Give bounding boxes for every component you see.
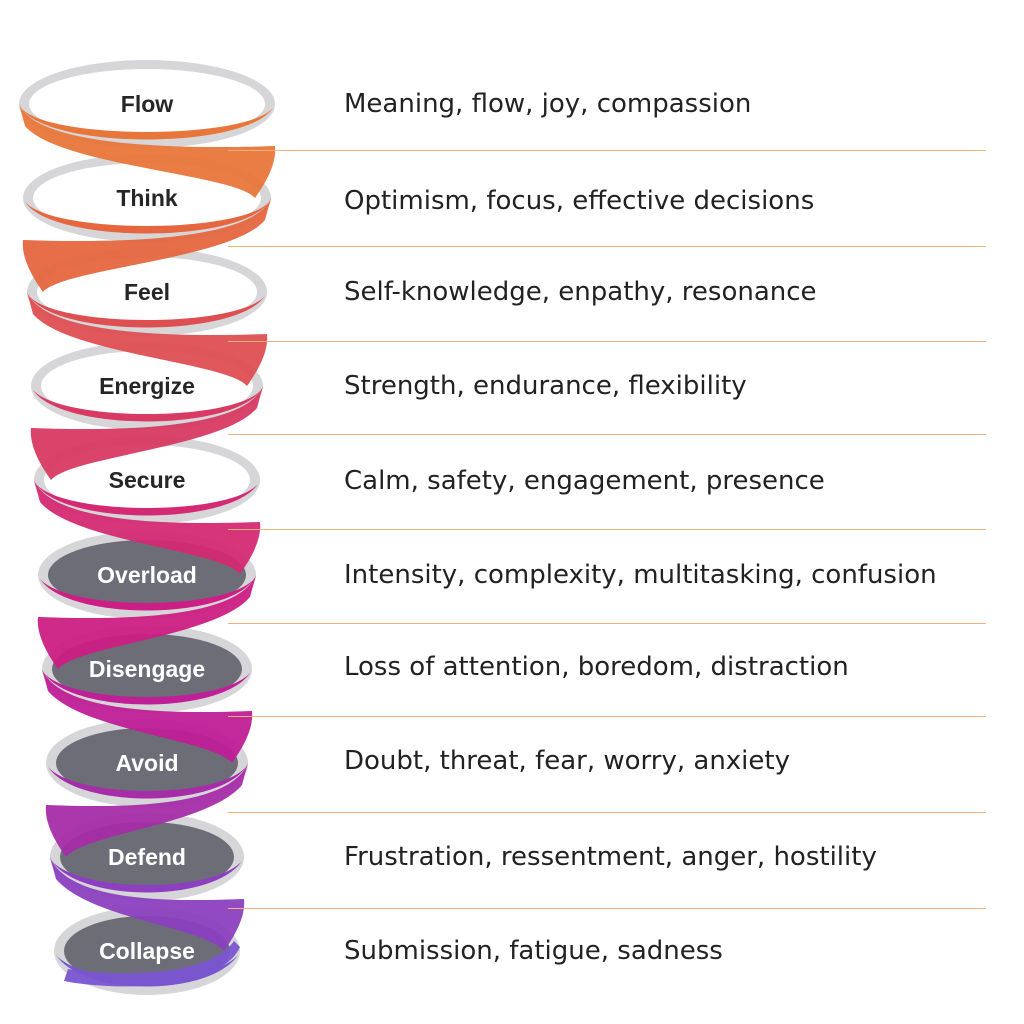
level-label-flow: Flow — [121, 91, 173, 117]
ring-lip-secure — [36, 484, 258, 516]
ribbon-segment-overload — [37, 575, 256, 669]
ring-lip-collapse — [56, 955, 238, 987]
level-label-secure: Secure — [109, 467, 186, 493]
row-divider — [228, 341, 986, 342]
row-divider — [228, 150, 986, 151]
ring-lip-flow — [21, 108, 273, 140]
row-divider — [228, 434, 986, 435]
ring-lip-overload — [40, 579, 254, 611]
level-description-flow: Meaning, flow, joy, compassion — [344, 89, 752, 119]
ribbon-segment-think — [22, 198, 271, 292]
ring-center-avoid — [56, 728, 238, 798]
level-description-secure: Calm, safety, engagement, presence — [344, 466, 825, 496]
ring-center-feel — [37, 257, 257, 327]
ribbon-segment-feel — [27, 292, 268, 386]
ring-center-defend — [60, 822, 234, 892]
level-label-overload: Overload — [97, 562, 197, 588]
level-label-feel: Feel — [124, 279, 170, 305]
ring-lip-avoid — [48, 767, 246, 799]
ring-center-overload — [48, 540, 246, 610]
level-description-feel: Self-knowledge, enpathy, resonance — [344, 277, 817, 307]
ribbon-segment-secure — [34, 480, 261, 574]
level-label-think: Think — [116, 185, 178, 211]
ribbon-segment-flow — [19, 104, 276, 198]
ring-center-flow — [29, 69, 265, 139]
level-description-think: Optimism, focus, effective decisions — [344, 186, 815, 216]
row-divider — [228, 246, 986, 247]
level-label-disengage: Disengage — [89, 656, 205, 682]
ribbon-segment-defend — [50, 857, 245, 951]
level-description-energize: Strength, endurance, flexibility — [344, 371, 747, 401]
row-divider — [228, 623, 986, 624]
ribbon-segment-energize — [30, 386, 263, 480]
level-label-energize: Energize — [99, 373, 195, 399]
ring-lip-defend — [52, 861, 242, 893]
ring-center-think — [33, 163, 261, 233]
level-label-defend: Defend — [108, 844, 186, 870]
row-divider — [228, 812, 986, 813]
ring-center-disengage — [52, 634, 242, 704]
ribbon-segment-disengage — [42, 669, 253, 763]
ring-center-secure — [44, 445, 250, 515]
level-label-avoid: Avoid — [115, 750, 178, 776]
level-description-disengage: Loss of attention, boredom, distraction — [344, 652, 849, 682]
row-divider — [228, 716, 986, 717]
level-description-overload: Intensity, complexity, multitasking, con… — [344, 560, 937, 590]
ribbon-segment-avoid — [45, 763, 248, 857]
level-label-collapse: Collapse — [99, 938, 195, 964]
ring-center-energize — [41, 351, 253, 421]
ring-lip-think — [25, 202, 269, 234]
level-description-avoid: Doubt, threat, fear, worry, anxiety — [344, 746, 790, 776]
ring-lip-feel — [29, 296, 265, 328]
ring-lip-disengage — [44, 673, 250, 705]
level-description-collapse: Submission, fatigue, sadness — [344, 936, 723, 966]
row-divider — [228, 529, 986, 530]
level-description-defend: Frustration, ressentment, anger, hostili… — [344, 842, 877, 872]
ring-lip-energize — [33, 390, 261, 422]
row-divider — [228, 908, 986, 909]
